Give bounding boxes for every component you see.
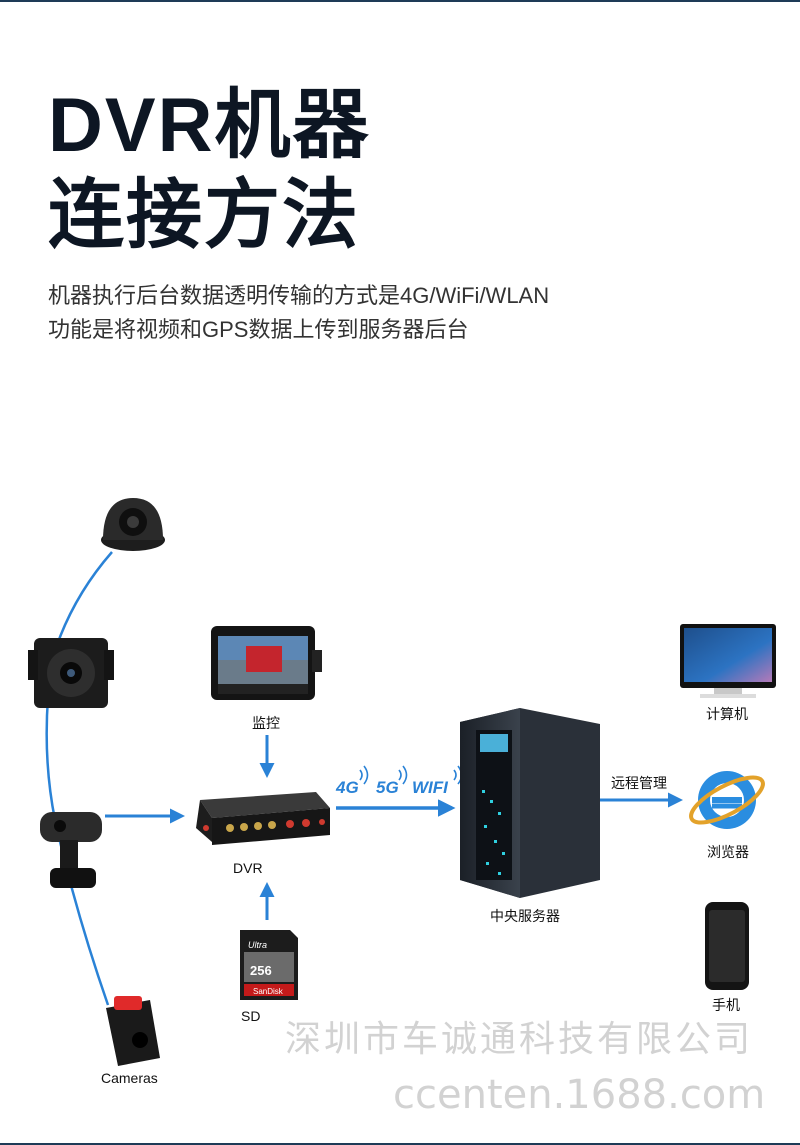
- computer-icon: [680, 624, 776, 698]
- camera-link-curve: [45, 551, 113, 1006]
- subtitle-line2: 功能是将视频和GPS数据上传到服务器后台: [48, 317, 469, 342]
- signal-icon: [359, 765, 463, 785]
- phone-icon: [705, 902, 749, 990]
- browser-label: 浏览器: [707, 844, 749, 860]
- server-cabinet-icon: [460, 708, 600, 898]
- bottom-border: [0, 1143, 800, 1145]
- watermark-site: ccenten.1688.com: [393, 1072, 766, 1118]
- remote-management-label: 远程管理: [611, 775, 667, 791]
- network-wifi: WIFI: [412, 778, 448, 797]
- cameras-label: Cameras: [101, 1070, 158, 1086]
- network-5g: 5G: [376, 778, 399, 797]
- dvr-label: DVR: [233, 860, 263, 876]
- browser-icon: [689, 771, 765, 829]
- red-camera-icon: [106, 996, 160, 1066]
- network-4g: 4G: [336, 778, 359, 797]
- monitor-icon: [211, 626, 322, 700]
- subtitle-line1: 机器执行后台数据透明传输的方式是4G/WiFi/WLAN: [48, 283, 550, 308]
- dome-camera-icon: [101, 498, 165, 551]
- page-title-line2: 连接方法: [48, 173, 360, 258]
- top-border: [0, 0, 800, 2]
- dvr-device-icon: [196, 792, 330, 845]
- monitor-label: 监控: [252, 715, 280, 731]
- sd-card-brand: SanDisk: [253, 987, 284, 996]
- dash-camera-icon: [40, 812, 102, 888]
- computer-label: 计算机: [706, 706, 748, 722]
- server-label: 中央服务器: [490, 908, 560, 924]
- watermark-company: 深圳市车诚通科技有限公司: [285, 1019, 754, 1060]
- page-title-line1: DVR机器: [48, 83, 371, 168]
- vehicle-camera-icon: [28, 638, 114, 708]
- sd-card-capacity: 256: [250, 963, 272, 978]
- sd-label: SD: [241, 1008, 261, 1024]
- sd-card-line: Ultra: [248, 940, 267, 950]
- phone-label: 手机: [712, 997, 740, 1013]
- sd-card-icon: Ultra 256 SanDisk: [240, 930, 298, 1000]
